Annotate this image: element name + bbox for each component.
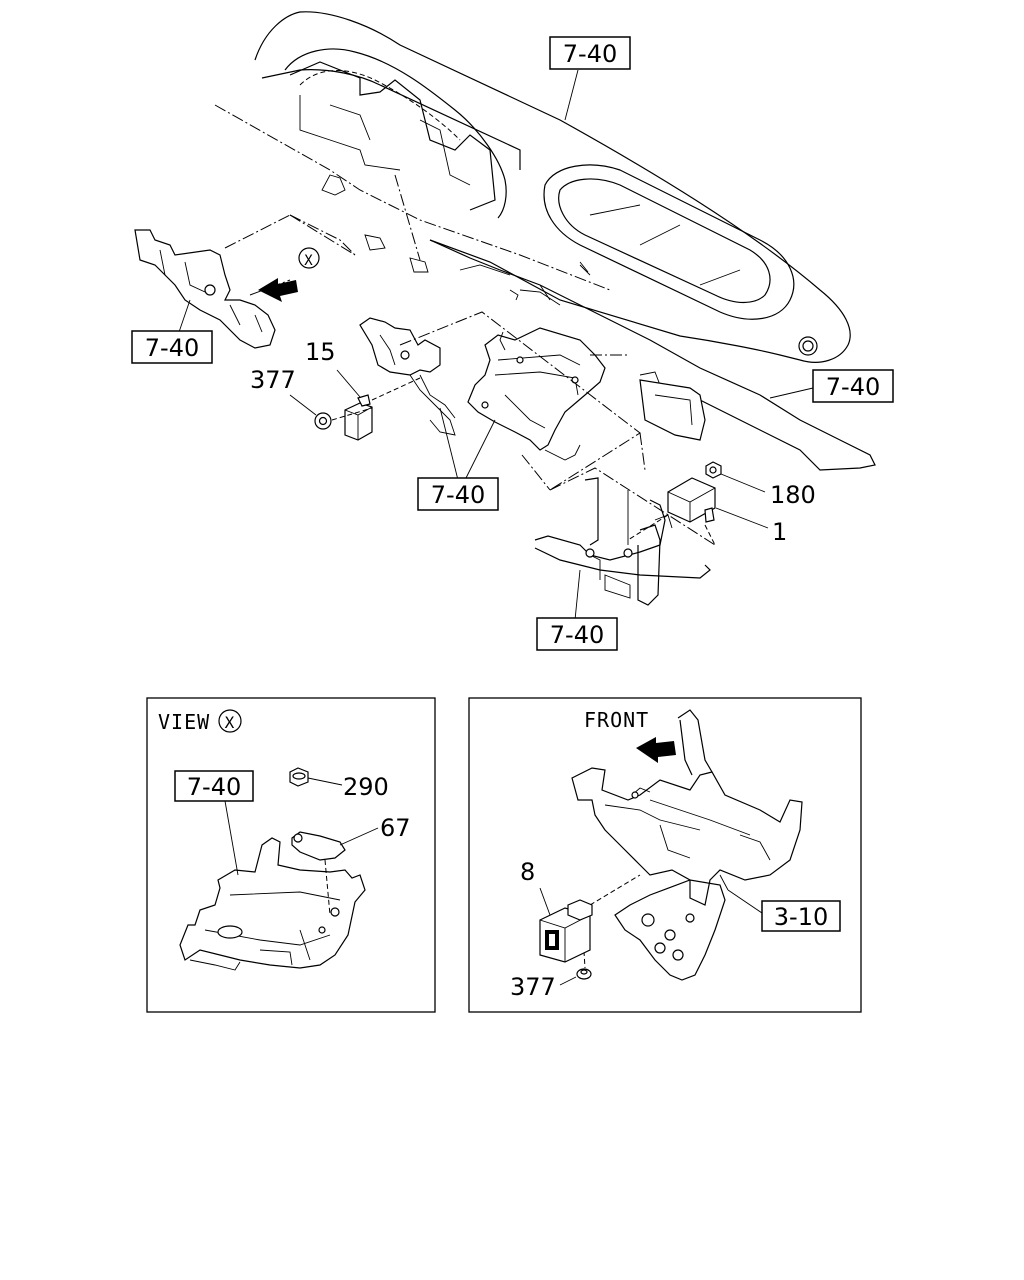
- callout-1: 1: [772, 518, 787, 546]
- front-view-title: FRONT: [584, 708, 649, 732]
- view-x-marker: X: [298, 247, 320, 269]
- lower-bracket: [534, 467, 716, 621]
- view-x-inset-marker: X: [225, 713, 236, 732]
- ref-box-bottom: 7-40: [536, 617, 618, 651]
- center-relay-bracket: [289, 317, 456, 441]
- ref-box-center-label: 7-40: [431, 481, 485, 509]
- right-module-assembly: [627, 461, 769, 546]
- callout-180: 180: [770, 481, 816, 509]
- ref-box-top: 7-40: [549, 36, 631, 70]
- ref-box-top-label: 7-40: [563, 40, 617, 68]
- view-x-title: VIEW: [158, 710, 210, 734]
- view-x-ref-label: 7-40: [187, 773, 241, 801]
- front-ref-label: 3-10: [774, 903, 828, 931]
- view-x-inset: VIEW X 7-40 290 67: [146, 697, 436, 1013]
- ref-box-right-label: 7-40: [826, 373, 880, 401]
- center-mount-bracket: [399, 311, 706, 491]
- ref-box-left-label: 7-40: [145, 334, 199, 362]
- left-side-bracket: [134, 214, 356, 349]
- dashboard-panel: [214, 11, 876, 471]
- view-x-callout-67: 67: [380, 814, 411, 842]
- view-x-marker-label: X: [304, 253, 313, 269]
- view-x-callout-290: 290: [343, 773, 389, 801]
- front-callout-377: 377: [510, 973, 556, 1001]
- callout-15: 15: [305, 338, 336, 366]
- ref-box-left: 7-40: [131, 330, 213, 364]
- front-callout-8: 8: [520, 858, 535, 886]
- ref-box-center: 7-40: [417, 477, 499, 511]
- ref-box-bottom-label: 7-40: [550, 621, 604, 649]
- ref-box-right: 7-40: [812, 369, 894, 403]
- front-view-inset: FRONT 8: [468, 697, 862, 1013]
- callout-377: 377: [250, 366, 296, 394]
